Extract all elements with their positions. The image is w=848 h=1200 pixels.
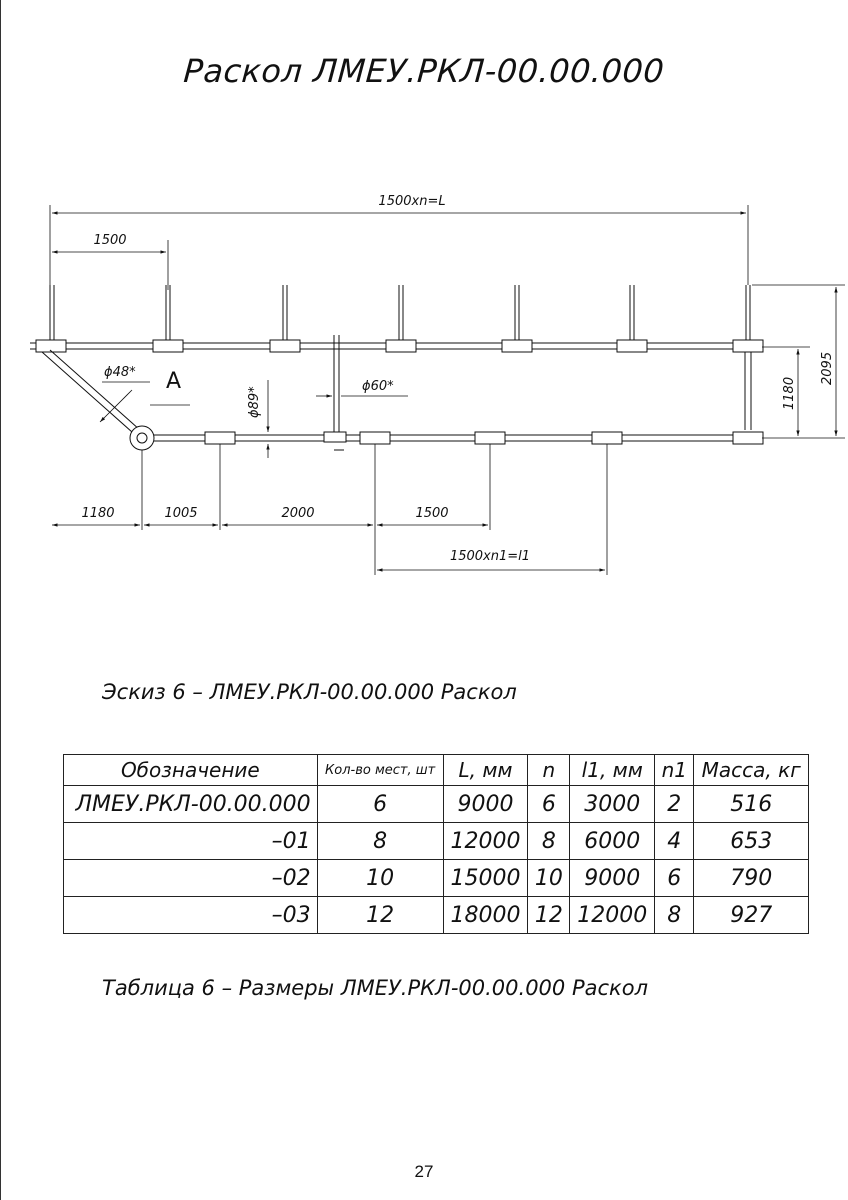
cell-n: 10 (527, 859, 571, 897)
top-posts (35, 285, 764, 353)
table-row: –01 8 12000 8 6000 4 653 (63, 822, 809, 860)
header-designation: Обозначение (63, 754, 318, 786)
table-row: ЛМЕУ.РКЛ-00.00.000 6 9000 6 3000 2 516 (63, 785, 809, 823)
dim-total-L-label: 1500хn=L (378, 194, 445, 209)
cell-L: 9000 (442, 785, 529, 823)
middle-pipe (333, 335, 344, 451)
dim-pitch-top (52, 240, 169, 290)
dim-dia48-label: ϕ48* (104, 365, 136, 380)
header-seats: Кол-во мест, шт (316, 754, 444, 786)
header-L: L, мм (442, 754, 529, 786)
dim-height-1180-label: 1180 (782, 377, 797, 410)
dim-bottom-1500-label: 1500 (415, 506, 448, 521)
dim-dia48 (99, 381, 150, 423)
right-connector (744, 352, 752, 430)
cell-designation: –01 (63, 822, 318, 860)
page-border (0, 0, 1, 1200)
cell-seats: 10 (316, 859, 444, 897)
cell-n: 12 (527, 896, 571, 934)
dim-total-l1-label: 1500хn1=l1 (450, 549, 530, 564)
table-row: –02 10 15000 10 9000 6 790 (63, 859, 809, 897)
cell-n: 8 (527, 822, 571, 860)
header-mass: Масса, кг (693, 754, 809, 786)
dim-bottom-1180-label: 1180 (81, 506, 114, 521)
dim-dia60-label: ϕ60* (362, 379, 394, 394)
cell-mass: 790 (693, 859, 809, 897)
cell-L: 12000 (442, 822, 529, 860)
header-n: n (527, 754, 571, 786)
hub (129, 425, 155, 451)
dim-bottom-2000-label: 2000 (281, 506, 314, 521)
diagonal-brace (41, 349, 141, 433)
header-n1: n1 (654, 754, 695, 786)
cell-l1: 9000 (569, 859, 656, 897)
cell-designation: –03 (63, 896, 318, 934)
cell-mass: 653 (693, 822, 809, 860)
cell-mass: 927 (693, 896, 809, 934)
cell-L: 18000 (442, 896, 529, 934)
page-title: Раскол ЛМЕУ.РКЛ-00.00.000 (182, 52, 666, 90)
bottom-brackets (204, 431, 764, 445)
table-header-row: Обозначение Кол-во мест, шт L, мм n l1, … (63, 754, 809, 786)
cell-n1: 8 (654, 896, 695, 934)
page-number: 27 (414, 1162, 434, 1181)
cell-seats: 8 (316, 822, 444, 860)
cell-n1: 6 (654, 859, 695, 897)
cell-seats: 6 (316, 785, 444, 823)
dimensions-table: Обозначение Кол-во мест, шт L, мм n l1, … (63, 754, 809, 934)
table-caption: Таблица 6 – Размеры ЛМЕУ.РКЛ-00.00.000 Р… (102, 976, 648, 1000)
cell-l1: 12000 (569, 896, 656, 934)
dim-heights (752, 284, 845, 439)
table-row: –03 12 18000 12 12000 8 927 (63, 896, 809, 934)
cell-seats: 12 (316, 896, 444, 934)
header-l1: l1, мм (569, 754, 656, 786)
bottom-rail (154, 434, 760, 442)
cell-designation: –02 (63, 859, 318, 897)
cell-mass: 516 (693, 785, 809, 823)
cell-L: 15000 (442, 859, 529, 897)
cell-n1: 4 (654, 822, 695, 860)
cell-l1: 3000 (569, 785, 656, 823)
technical-drawing: 1500хn=L 1500 ϕ48* А (30, 194, 845, 575)
cell-designation: ЛМЕУ.РКЛ-00.00.000 (63, 785, 318, 823)
view-a-label: А (166, 369, 181, 394)
cell-n1: 2 (654, 785, 695, 823)
dim-bottom-chain (52, 444, 608, 575)
dim-bottom-1005-label: 1005 (164, 506, 197, 521)
sketch-caption: Эскиз 6 – ЛМЕУ.РКЛ-00.00.000 Раскол (102, 680, 517, 704)
dim-dia89-label: ϕ89* (247, 386, 262, 418)
dim-pitch-top-label: 1500 (93, 233, 126, 248)
cell-n: 6 (527, 785, 571, 823)
cell-l1: 6000 (569, 822, 656, 860)
dim-height-2095-label: 2095 (820, 352, 835, 385)
